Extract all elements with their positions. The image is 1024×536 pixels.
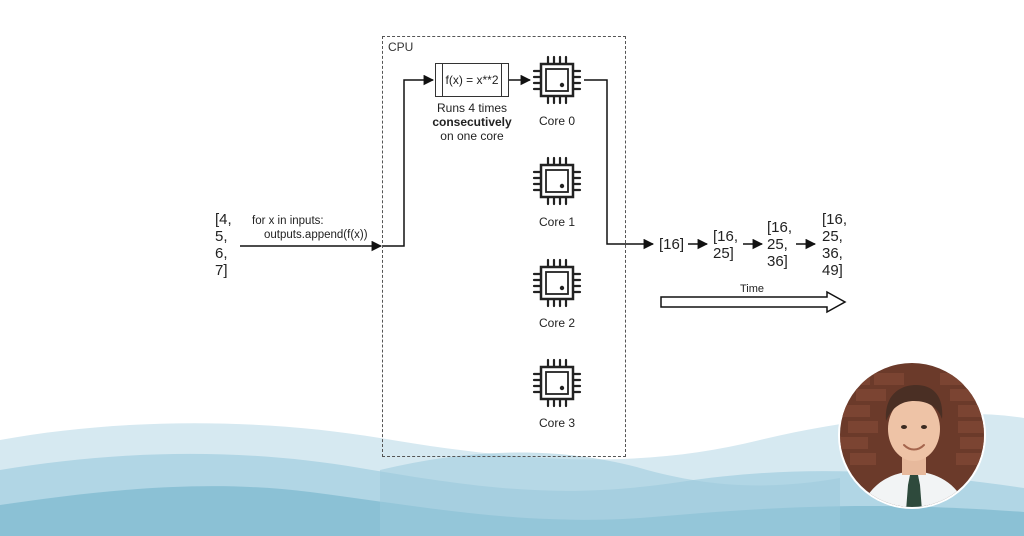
cpu-boundary [382,36,626,457]
input-item: [4, [215,211,232,228]
wave-band [380,452,840,536]
output-list-4: [16, 25, 36, 49] [822,211,847,279]
runs-note-line1: Runs 4 times [436,101,508,115]
output-item: 36] [767,253,788,270]
time-arrow [660,290,847,314]
core0-to-output-arrow [584,79,655,250]
output-list-1: [16] [659,236,684,253]
output-item: [16, [767,219,793,236]
output-list-3: [16, 25, 36] [767,219,792,270]
output-item: [16, [713,228,739,245]
core1-label: Core 1 [538,215,576,229]
core0-label: Core 0 [538,114,576,128]
input-item: 7] [215,262,228,279]
loop-code-line1: for x in inputs: [252,215,324,227]
core3-label: Core 3 [538,416,576,430]
runs-note-bold: consecutively [432,115,512,129]
function-box-bar-left [442,64,443,96]
output-item: 25, [822,228,843,245]
output-item: 25] [713,245,734,262]
output-list-2: [16, 25] [713,228,738,262]
author-photo [838,361,986,509]
function-box-bar-right [501,64,502,96]
runs-note: Runs 4 times consecutively on one core [420,101,524,143]
runs-note-line3: on one core [440,129,504,143]
route-to-function [383,74,435,247]
output-item: 49] [822,262,843,279]
core1-chip-icon [532,156,582,206]
loop-code-line2: outputs.append(f(x)) [264,229,368,241]
time-label: Time [740,283,765,295]
author-portrait-icon [840,363,984,507]
output-item: [16] [659,236,685,253]
output-item: 25, [767,236,788,253]
output-item: [16, [822,211,848,228]
function-label: f(x) = x**2 [445,73,499,87]
input-list: [4, 5, 6, 7] [215,211,232,279]
core2-chip-icon [532,258,582,308]
function-box: f(x) = x**2 [435,63,509,97]
core3-chip-icon [532,358,582,408]
output-item: 36, [822,245,843,262]
core0-chip-icon [532,55,582,105]
cpu-label: CPU [388,40,414,54]
input-item: 5, [215,228,228,245]
loop-code: for x in inputs: outputs.append(f(x)) [252,214,368,242]
core2-label: Core 2 [538,316,576,330]
input-item: 6, [215,245,228,262]
